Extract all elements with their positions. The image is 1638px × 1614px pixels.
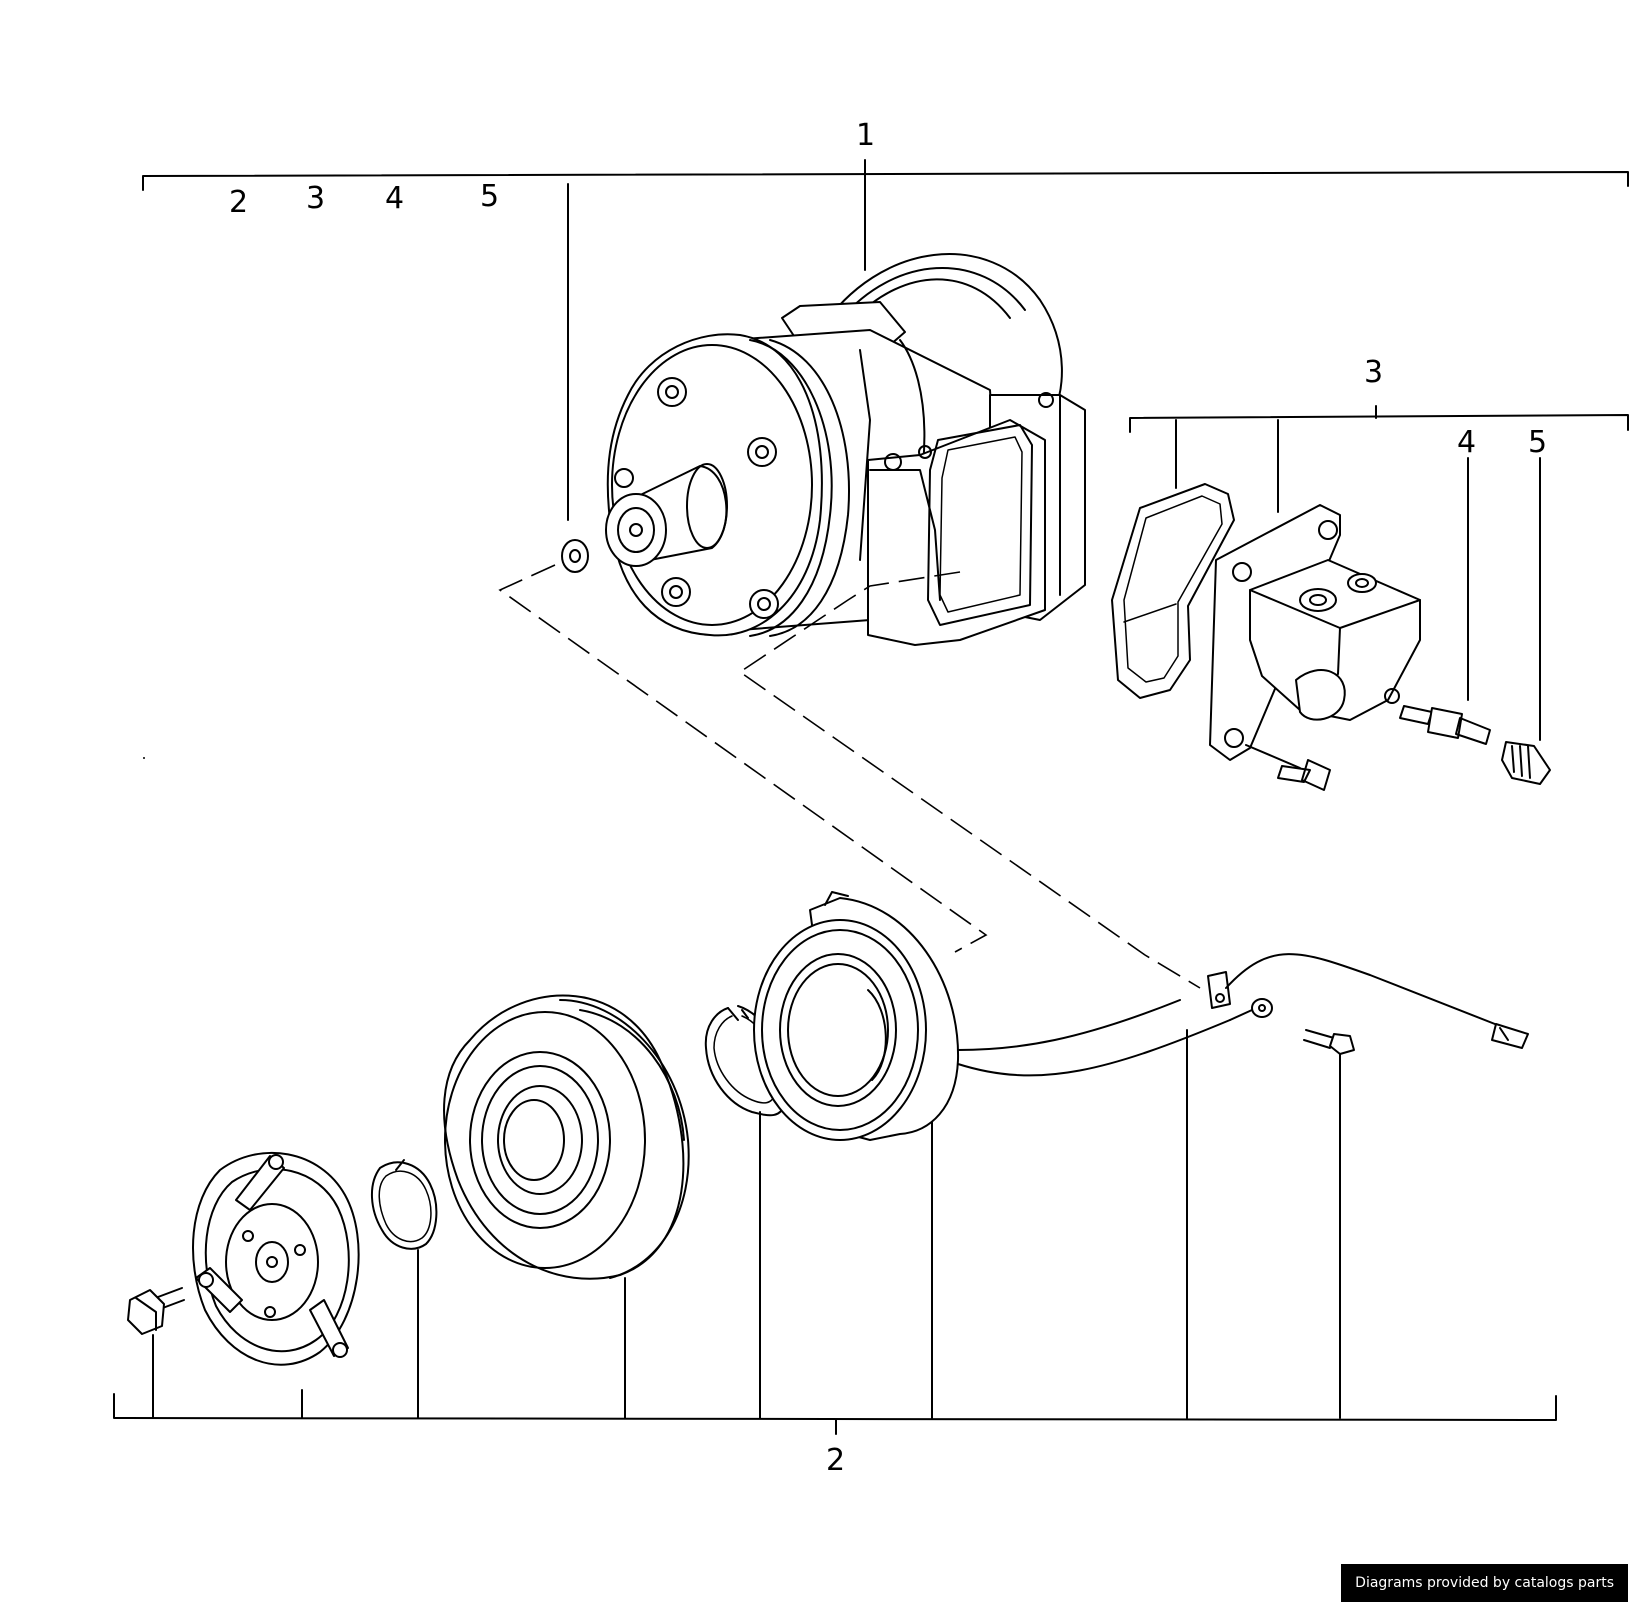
valve-bracket bbox=[1129, 405, 1629, 741]
field-coil bbox=[753, 891, 1231, 1141]
assembly-bracket bbox=[142, 159, 1629, 521]
credit-label: Diagrams provided by catalogs parts bbox=[1341, 1564, 1628, 1602]
valve-block bbox=[1209, 504, 1421, 761]
callout-2-top: 2 bbox=[229, 185, 248, 220]
stray-mark bbox=[143, 757, 145, 759]
clutch-bracket bbox=[113, 1029, 1557, 1435]
valve-fitting bbox=[1399, 705, 1491, 745]
shim-ring bbox=[370, 1159, 438, 1250]
ground-screw bbox=[1303, 1029, 1355, 1055]
callout-1: 1 bbox=[856, 118, 875, 153]
callout-2-clutch: 2 bbox=[826, 1443, 845, 1478]
washer bbox=[561, 539, 589, 573]
callout-3-top: 3 bbox=[306, 181, 325, 216]
valve-gasket bbox=[1111, 483, 1235, 699]
valve-screw bbox=[1245, 744, 1331, 791]
callout-4-valve: 4 bbox=[1457, 425, 1476, 460]
pulley bbox=[443, 994, 690, 1280]
callout-3-valve: 3 bbox=[1364, 355, 1383, 390]
compressor-body bbox=[605, 253, 1086, 646]
harness-clip bbox=[1207, 953, 1529, 1049]
callout-4-top: 4 bbox=[385, 181, 404, 216]
valve-cap bbox=[1501, 741, 1551, 785]
callout-5-valve: 5 bbox=[1528, 425, 1547, 460]
alignment-lines bbox=[498, 564, 1201, 989]
hub-bolt bbox=[127, 1287, 185, 1335]
callout-5-top: 5 bbox=[480, 179, 499, 214]
armature-plate bbox=[192, 1151, 360, 1366]
